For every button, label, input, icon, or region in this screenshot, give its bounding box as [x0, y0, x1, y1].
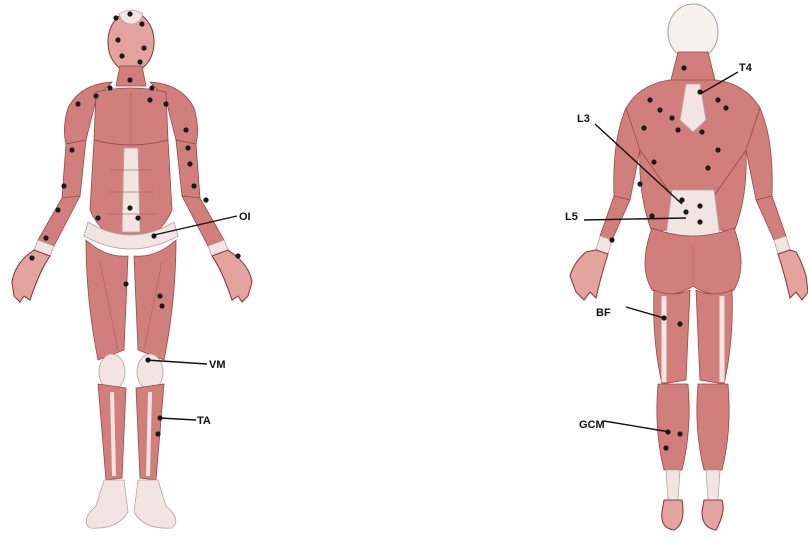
trigger-point	[187, 161, 192, 166]
label-ta: TA	[197, 415, 211, 427]
back-right-forearm	[756, 196, 786, 240]
label-gcm: GCM	[579, 419, 605, 431]
front-left-thigh	[86, 240, 128, 360]
trigger-point	[123, 281, 128, 286]
trigger-point	[697, 203, 702, 208]
trigger-point	[149, 85, 154, 90]
back-right-hand	[778, 250, 808, 300]
label-bf: BF	[596, 307, 611, 319]
trigger-point	[647, 97, 652, 102]
trigger-point	[127, 205, 132, 210]
trigger-point	[157, 293, 162, 298]
trigger-point	[683, 209, 688, 214]
back-right-calf	[697, 384, 729, 470]
trigger-point	[669, 115, 674, 120]
trigger-point	[705, 165, 710, 170]
trigger-point	[75, 101, 80, 106]
back-left-forearm	[600, 196, 630, 240]
trigger-point	[107, 85, 112, 90]
front-left-foot	[86, 480, 128, 528]
trigger-point	[43, 235, 48, 240]
trigger-point	[677, 321, 682, 326]
trigger-point	[183, 127, 188, 132]
trigger-point	[163, 101, 168, 106]
trigger-point	[185, 145, 190, 150]
trigger-point	[93, 93, 98, 98]
trigger-point	[235, 253, 240, 258]
trigger-point	[641, 125, 646, 130]
back-left-hamstrings	[654, 290, 690, 384]
label-vm: VM	[209, 359, 226, 371]
trigger-point	[55, 207, 60, 212]
trigger-point	[119, 53, 124, 58]
trigger-point	[69, 147, 74, 152]
anterior-figure	[12, 10, 252, 528]
back-left-calf	[657, 384, 689, 470]
trigger-point	[677, 431, 682, 436]
back-left-foot	[662, 500, 683, 530]
back-left-hand	[570, 250, 608, 300]
trigger-point	[649, 213, 654, 218]
trigger-point	[681, 65, 686, 70]
ta-leader-line	[160, 418, 196, 420]
trigger-point	[675, 127, 680, 132]
trigger-point	[61, 183, 66, 188]
trigger-point	[159, 303, 164, 308]
label-l3: L3	[577, 113, 590, 125]
trigger-point	[95, 215, 100, 220]
front-neck	[116, 66, 146, 86]
back-neck	[670, 52, 716, 84]
trigger-point	[637, 181, 642, 186]
trigger-point	[127, 11, 132, 16]
trigger-point	[127, 77, 132, 82]
trigger-point	[141, 45, 146, 50]
trigger-point	[715, 147, 720, 152]
trigger-point	[139, 21, 144, 26]
label-l5: L5	[565, 211, 578, 223]
trigger-point	[147, 97, 152, 102]
front-right-hand	[212, 250, 252, 302]
trigger-point	[697, 219, 702, 224]
trigger-point	[135, 215, 140, 220]
back-right-hamstrings	[696, 290, 732, 384]
front-right-foot	[134, 480, 176, 528]
trigger-point	[115, 37, 120, 42]
trigger-point	[663, 445, 668, 450]
label-oi: OI	[239, 211, 251, 223]
posterior-figure	[570, 4, 808, 530]
label-t4: T4	[739, 62, 753, 74]
trigger-point	[699, 129, 704, 134]
trigger-point	[203, 197, 208, 202]
back-right-foot	[702, 500, 723, 530]
trigger-point	[715, 97, 720, 102]
trigger-point	[609, 237, 614, 242]
trigger-point	[113, 15, 118, 20]
trigger-point	[651, 159, 656, 164]
trigger-point	[191, 183, 196, 188]
trigger-point	[723, 105, 728, 110]
front-right-thigh	[134, 240, 176, 360]
trigger-point	[155, 431, 160, 436]
trigger-point	[657, 107, 662, 112]
trigger-point	[29, 255, 34, 260]
trigger-point	[137, 59, 142, 64]
